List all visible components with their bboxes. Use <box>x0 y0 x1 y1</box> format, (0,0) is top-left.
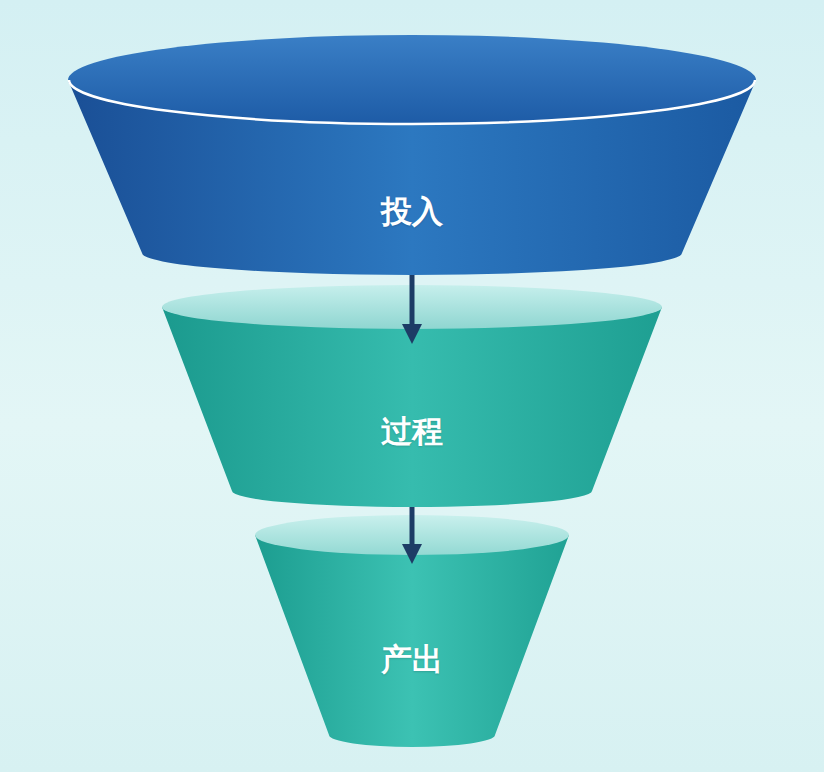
tier-mouth <box>162 285 662 329</box>
flow-arrow <box>410 507 415 555</box>
tier-body <box>255 535 569 747</box>
funnel-tier <box>68 35 756 275</box>
tier-body <box>68 80 756 275</box>
tier-mouth <box>68 35 756 125</box>
funnel-stage: 过程 <box>162 285 662 507</box>
stage-label: 产出 <box>255 639 569 681</box>
funnel-tier <box>162 285 662 507</box>
funnel-stage: 产出 <box>255 515 569 747</box>
rim-line <box>69 80 755 124</box>
stage-label: 过程 <box>162 411 662 453</box>
funnel-tier <box>255 515 569 747</box>
stage-label: 投入 <box>68 191 756 233</box>
flow-arrow <box>410 275 415 335</box>
tier-body <box>162 307 662 507</box>
funnel-stage: 投入 <box>68 35 756 275</box>
tier-mouth <box>255 515 569 555</box>
